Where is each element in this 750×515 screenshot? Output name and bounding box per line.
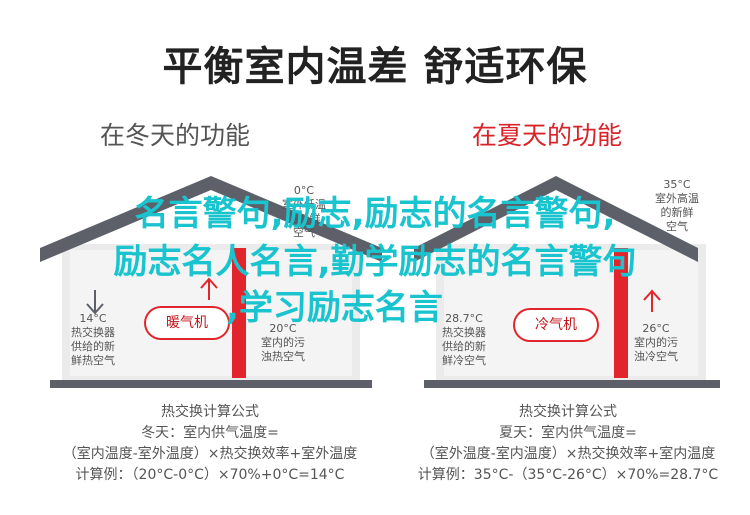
winter-floor (50, 380, 372, 388)
winter-formula-line1: 冬天：室内供气温度= (141, 425, 279, 441)
summer-dirty-label: 26°C 室内的污 浊冷空气 (634, 322, 678, 363)
overlay-text-line3: ,学习励志名言 (226, 288, 443, 328)
winter-outdoor-label: 0°C 室外低温 的新鲜 空气 (282, 184, 326, 239)
summer-formula-title: 热交换计算公式 (519, 404, 617, 420)
summer-heading: 在夏天的功能 (472, 121, 623, 150)
overlay-text-line2: 励志名人名言,勤学励志的名言警句 (113, 242, 637, 282)
page-title: 平衡室内温差 舒适环保 (162, 44, 588, 90)
winter-duct-warm (232, 248, 246, 378)
winter-indoor-label: 14°C 热交换器 供给的新 鲜热空气 (71, 312, 115, 367)
summer-floor (424, 380, 720, 388)
summer-up-arrow (643, 289, 661, 301)
summer-formula-line2: （室外温度-室内温度）×热交换效率+室内温度 (420, 446, 716, 462)
summer-formula: 热交换计算公式 夏天：室内供气温度= （室外温度-室内温度）×热交换效率+室内温… (398, 402, 738, 486)
winter-formula: 热交换计算公式 冬天：室内供气温度= （室内温度-室外温度）×热交换效率+室外温… (40, 402, 380, 486)
summer-formula-line3: 计算例：35°C-（35°C-26°C）×70%=28.7°C (417, 467, 719, 483)
summer-formula-line1: 夏天：室内供气温度= (499, 425, 637, 441)
summer-outdoor-label: 35°C 室外高温 的新鲜 空气 (655, 178, 699, 233)
air-conditioner-button: 冷气机 (515, 310, 597, 340)
winter-dirty-label: 20°C 室内的污 浊热空气 (261, 322, 305, 363)
winter-up-arrow (200, 277, 218, 289)
summer-indoor-label: 28.7°C 热交换器 供给的新 鲜冷空气 (442, 312, 486, 367)
heater-button: 暖气机 (146, 308, 228, 338)
summer-house (414, 176, 720, 388)
winter-formula-line2: （室内温度-室外温度）×热交换效率+室外温度 (62, 446, 358, 462)
winter-heading: 在冬天的功能 (100, 121, 251, 150)
winter-formula-title: 热交换计算公式 (161, 404, 259, 420)
overlay-text-line1: 名言警句,励志,励志的名言警句, (134, 194, 616, 234)
summer-duct (614, 248, 628, 378)
winter-formula-line3: 计算例：（20°C-0°C）×70%+0°C=14°C (75, 467, 345, 483)
